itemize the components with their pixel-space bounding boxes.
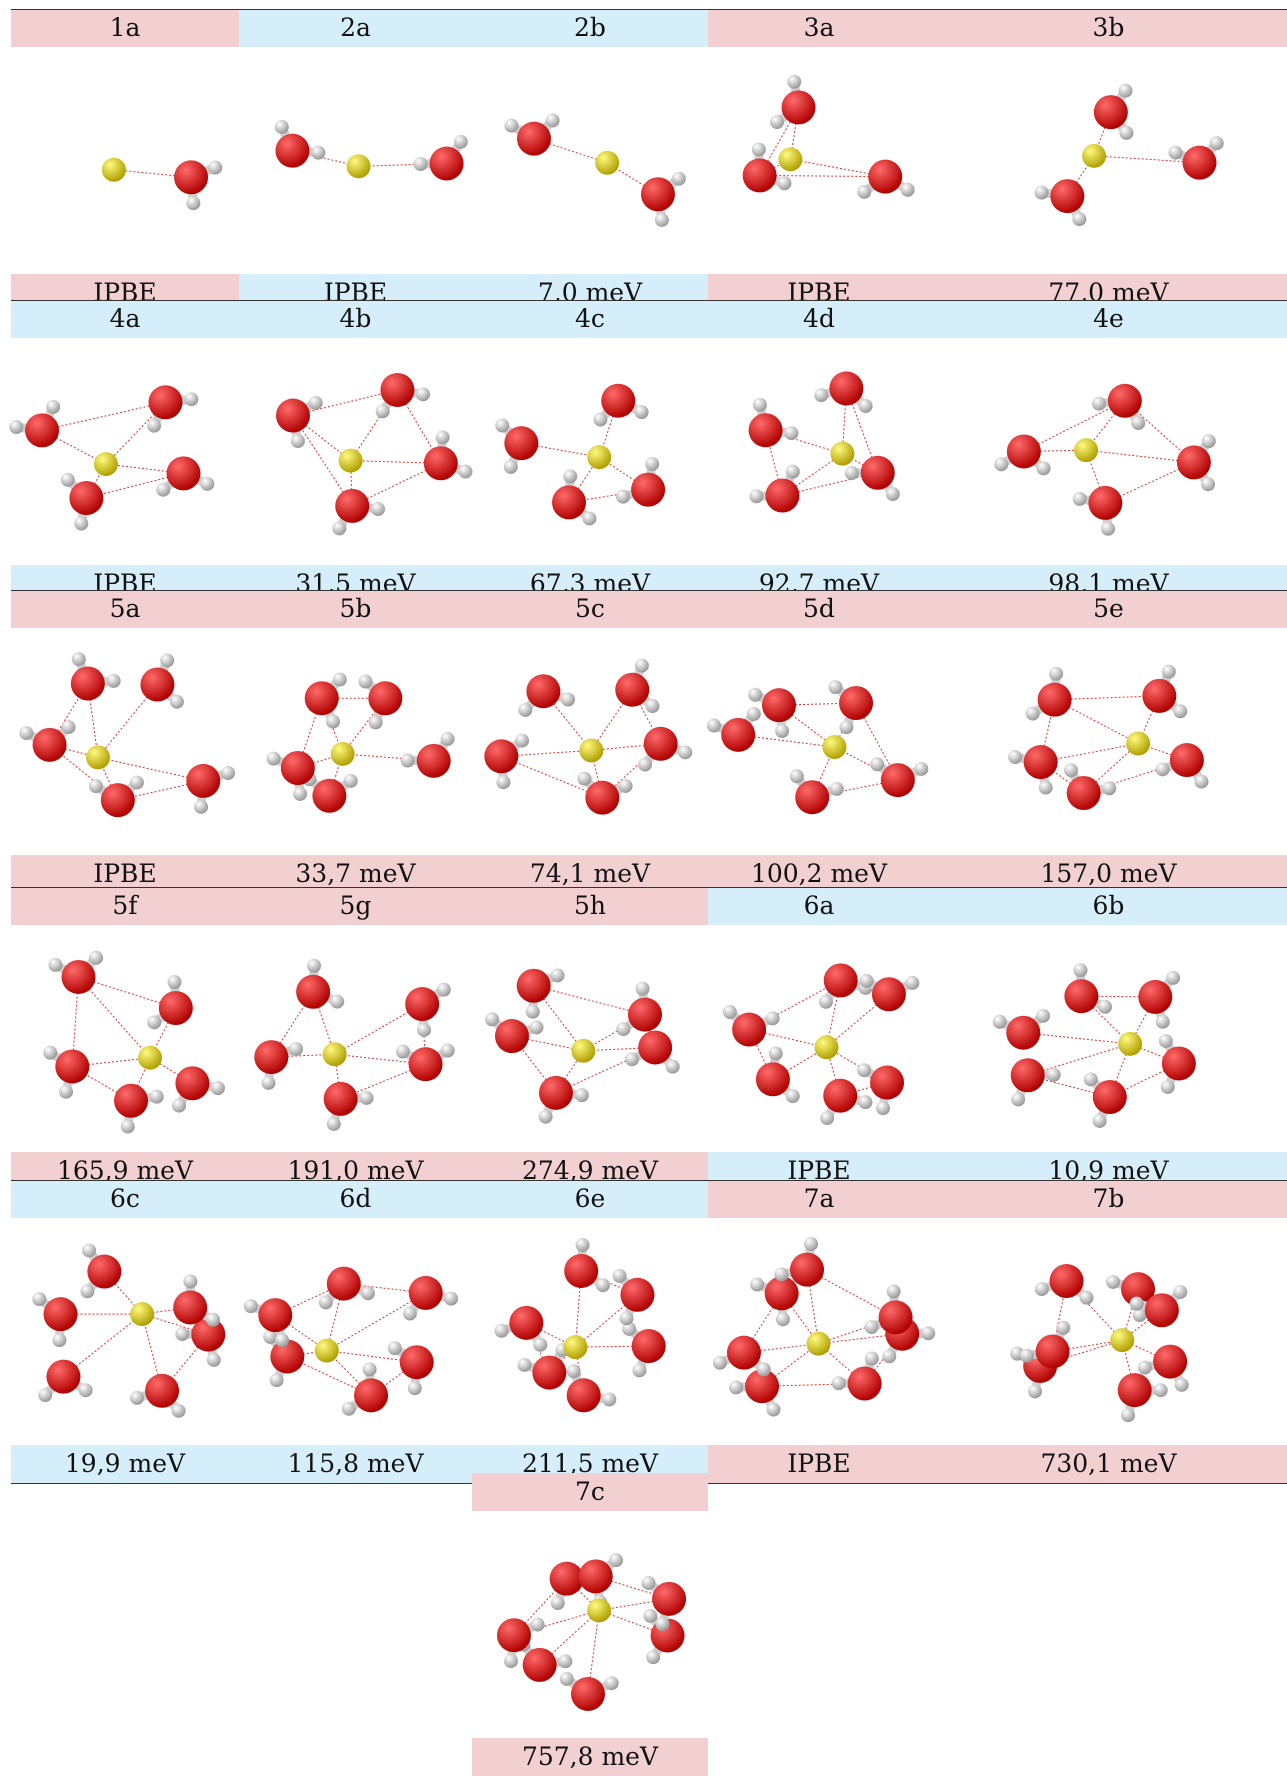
molecule-5b — [239, 630, 472, 855]
molecule-7a — [708, 1220, 930, 1445]
cluster-label-4d: 4d — [708, 300, 930, 338]
molecule-3b — [930, 49, 1287, 274]
molecule-6e — [472, 1220, 708, 1445]
molecule-4a — [11, 340, 239, 565]
cluster-label-4e: 4e — [930, 300, 1287, 338]
molecule-1a — [11, 49, 239, 274]
molecule-4e — [930, 340, 1287, 565]
cluster-label-3a: 3a — [708, 9, 930, 47]
cluster-label-4a: 4a — [11, 300, 239, 338]
cluster-label-3b: 3b — [930, 9, 1287, 47]
cluster-label-7c: 7c — [472, 1473, 708, 1511]
cluster-label-5d: 5d — [708, 590, 930, 628]
cluster-energy-6d: 115,8 meV — [239, 1445, 472, 1483]
molecule-6a — [708, 927, 930, 1152]
cluster-label-7a: 7a — [708, 1180, 930, 1218]
table-rule — [11, 9, 1287, 10]
cluster-label-5g: 5g — [239, 887, 472, 925]
cluster-label-2a: 2a — [239, 9, 472, 47]
cluster-label-5e: 5e — [930, 590, 1287, 628]
molecule-4c — [472, 340, 708, 565]
cluster-label-4c: 4c — [472, 300, 708, 338]
cluster-energy-7a: IPBE — [708, 1445, 930, 1483]
cluster-label-5b: 5b — [239, 590, 472, 628]
molecule-6b — [930, 927, 1287, 1152]
table-rule — [11, 590, 1287, 591]
table-rule — [11, 1180, 1287, 1181]
cluster-label-2b: 2b — [472, 9, 708, 47]
cluster-label-5a: 5a — [11, 590, 239, 628]
cluster-label-6d: 6d — [239, 1180, 472, 1218]
cluster-label-5c: 5c — [472, 590, 708, 628]
molecule-5f — [11, 927, 239, 1152]
cluster-label-1a: 1a — [11, 9, 239, 47]
cluster-label-5h: 5h — [472, 887, 708, 925]
molecule-5e — [930, 630, 1287, 855]
cluster-label-6c: 6c — [11, 1180, 239, 1218]
cluster-label-6b: 6b — [930, 887, 1287, 925]
molecule-4d — [708, 340, 930, 565]
cluster-energy-6c: 19,9 meV — [11, 1445, 239, 1483]
molecule-2a — [239, 49, 472, 274]
molecule-4b — [239, 340, 472, 565]
molecule-2b — [472, 49, 708, 274]
table-rule — [11, 887, 1287, 888]
molecule-5d — [708, 630, 930, 855]
molecule-5c — [472, 630, 708, 855]
table-rule — [11, 300, 1287, 301]
molecule-6c — [11, 1220, 239, 1445]
molecule-5g — [239, 927, 472, 1152]
molecule-3a — [708, 49, 930, 274]
cluster-label-6e: 6e — [472, 1180, 708, 1218]
cluster-label-5f: 5f — [11, 887, 239, 925]
cluster-label-7b: 7b — [930, 1180, 1287, 1218]
molecule-7c — [472, 1513, 708, 1738]
cluster-label-6a: 6a — [708, 887, 930, 925]
cluster-label-4b: 4b — [239, 300, 472, 338]
cluster-energy-7b: 730,1 meV — [930, 1445, 1287, 1483]
molecule-7b — [930, 1220, 1287, 1445]
molecule-6d — [239, 1220, 472, 1445]
molecule-5a — [11, 630, 239, 855]
cluster-energy-7c: 757,8 meV — [472, 1738, 708, 1776]
molecule-5h — [472, 927, 708, 1152]
